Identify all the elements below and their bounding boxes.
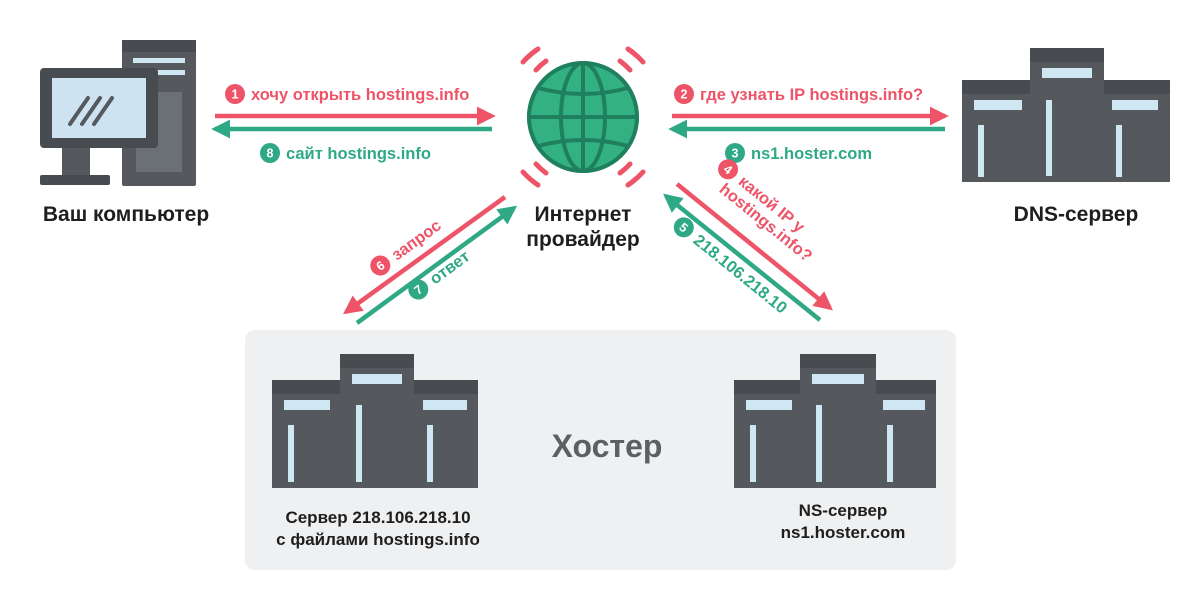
- dns-label: DNS-сервер: [1014, 203, 1139, 226]
- step-5-badge: [673, 217, 694, 238]
- step-4-badge: [718, 159, 739, 180]
- step-2-label: 2 где узнать IP hostings.info?: [674, 84, 923, 104]
- arrow-step-6: [342, 195, 507, 315]
- step-8-label: 8 сайт hostings.info: [260, 143, 431, 163]
- step-8-badge: [260, 143, 280, 163]
- step-6-badge: [370, 255, 391, 276]
- step-3-badge: [725, 143, 745, 163]
- step-3-label: 3 ns1.hoster.com: [725, 143, 872, 163]
- isp-label-line1: Интернет: [535, 203, 632, 226]
- step-6-text: запрос: [389, 217, 445, 265]
- web-server-label-line2: с файлами hostings.info: [276, 530, 480, 549]
- web-server-label-line1: Сервер 218.106.218.10: [285, 508, 470, 527]
- ns-server-label-line1: NS-сервер: [799, 501, 888, 520]
- ns-server-cluster-icon: [734, 354, 936, 488]
- step-3-text: ns1.hoster.com: [751, 145, 872, 163]
- isp-label-line2: провайдер: [526, 228, 639, 251]
- web-server-cluster-icon: [272, 354, 478, 488]
- step-2-badge: [674, 84, 694, 104]
- signal-waves-icon: [520, 46, 646, 188]
- step-7-badge: [408, 279, 429, 300]
- step-1-label: 1 хочу открыть hostings.info: [225, 84, 469, 104]
- svg-text:8: 8: [267, 147, 274, 161]
- step-1-badge: [225, 84, 245, 104]
- arrow-step-7: [355, 205, 518, 325]
- svg-text:3: 3: [732, 147, 739, 161]
- step-1-text: хочу открыть hostings.info: [251, 86, 469, 104]
- svg-text:2: 2: [681, 88, 688, 102]
- ns-server-label-line2: ns1.hoster.com: [781, 523, 906, 542]
- arrow-step-5: [663, 193, 822, 322]
- step-7-label: 7 ответ: [408, 247, 473, 300]
- dns-server-cluster-icon: [962, 48, 1170, 182]
- svg-text:1: 1: [232, 88, 239, 102]
- step-8-text: сайт hostings.info: [286, 145, 431, 163]
- computer-label: Ваш компьютер: [43, 203, 209, 226]
- step-5-text: 218.106.218.10: [690, 231, 790, 317]
- globe-icon: [527, 61, 639, 173]
- step-2-text: где узнать IP hostings.info?: [700, 86, 923, 104]
- desktop-computer-icon: [40, 40, 196, 186]
- arrow-step-4: [675, 182, 833, 311]
- hoster-title: Хостер: [552, 428, 663, 464]
